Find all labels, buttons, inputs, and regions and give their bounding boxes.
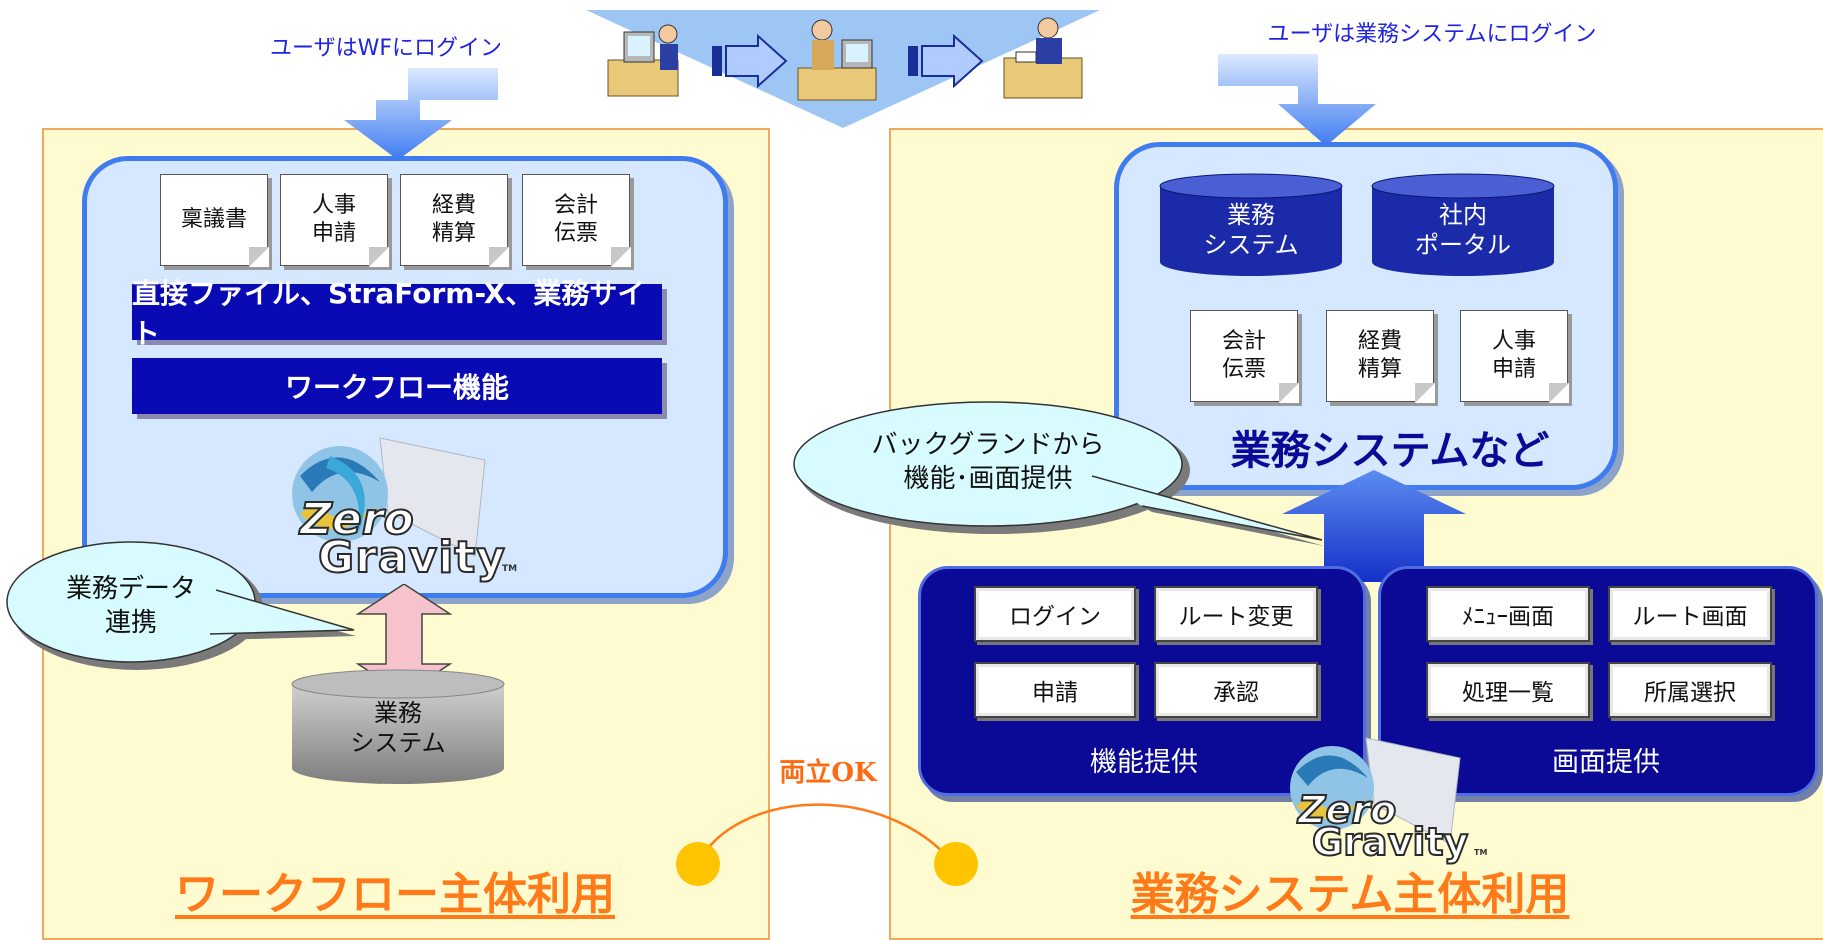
menu-screen-button[interactable]: ﾒﾆｭｰ画面 [1426, 586, 1590, 642]
down-arrow-icon [344, 68, 498, 160]
process-list-button[interactable]: 処理一覧 [1426, 662, 1590, 718]
logo-gravity-text: Gravity [1311, 819, 1469, 865]
manager-icon [1003, 17, 1083, 99]
link-arc [676, 803, 978, 886]
screen-provider-caption: 画面提供 [1552, 747, 1660, 778]
compatible-label: 両立OK [779, 758, 877, 788]
file-bar: 直接ファイル、StraForm-X、業務サイト [132, 277, 662, 350]
document-keihi-seisan: 経費 精算 [1326, 310, 1435, 403]
arrow-right-icon [908, 33, 984, 89]
workflow-banner [586, 10, 1100, 128]
up-arrow-icon [1282, 470, 1466, 582]
double-arrow-icon [356, 584, 452, 694]
office-worker-icon [607, 24, 679, 97]
approve-button[interactable]: 承認 [1154, 662, 1318, 718]
logo-tm: TM [502, 564, 518, 574]
logo-tm: TM [1474, 848, 1488, 857]
phone-worker-icon [797, 19, 877, 101]
database-icon [1371, 173, 1555, 276]
database-icon [291, 669, 505, 784]
database-label: 業務 システム [350, 699, 446, 757]
logo-zero-text: Zero [299, 493, 415, 546]
function-provider-caption: 機能提供 [1090, 747, 1198, 778]
document-ringi: 稟議書 [160, 174, 269, 267]
document-jinji-shinsei: 人事 申請 [1460, 310, 1569, 403]
workflow-function-bar: ワークフロー機能 [132, 358, 662, 414]
database-icon [1159, 173, 1343, 276]
zerogravity-logo: Zero Gravity TM [1270, 736, 1490, 866]
workflow-usage-title: ワークフロー主体利用 [175, 869, 615, 920]
document-kaikei-denpyo: 会計 伝票 [522, 174, 631, 267]
business-system-caption: 業務システムなど [1230, 428, 1550, 474]
callout-bubble [793, 401, 1324, 546]
route-change-button[interactable]: ルート変更 [1154, 586, 1318, 642]
business-system-usage-title: 業務システム主体利用 [1130, 869, 1570, 920]
logo-zero-text: Zero [1297, 787, 1397, 833]
db-portal-label: 社内 ポータル [1415, 201, 1511, 259]
arrow-right-icon [712, 33, 788, 89]
logo-gravity-text: Gravity [317, 531, 506, 584]
zerogravity-logo: Zero Gravity TM [270, 436, 520, 584]
down-arrow-icon [1218, 54, 1376, 146]
left-login-text: ユーザはWFにログイン [270, 36, 502, 61]
callout-data-linkage: 業務データ 連携 [65, 574, 196, 638]
apply-button[interactable]: 申請 [974, 662, 1136, 718]
route-screen-button[interactable]: ルート画面 [1608, 586, 1772, 642]
db-business-system-label: 業務 システム [1203, 201, 1299, 259]
document-kaikei-denpyo: 会計 伝票 [1190, 310, 1299, 403]
callout-bubble [6, 541, 356, 670]
affiliation-select-button[interactable]: 所属選択 [1608, 662, 1772, 718]
document-jinji-shinsei: 人事 申請 [280, 174, 389, 267]
right-login-text: ユーザは業務システムにログイン [1267, 22, 1597, 47]
callout-background-provision: バックグランドから 機能･画面提供 [871, 430, 1105, 494]
login-button[interactable]: ログイン [974, 586, 1136, 642]
document-keihi-seisan: 経費 精算 [400, 174, 509, 267]
